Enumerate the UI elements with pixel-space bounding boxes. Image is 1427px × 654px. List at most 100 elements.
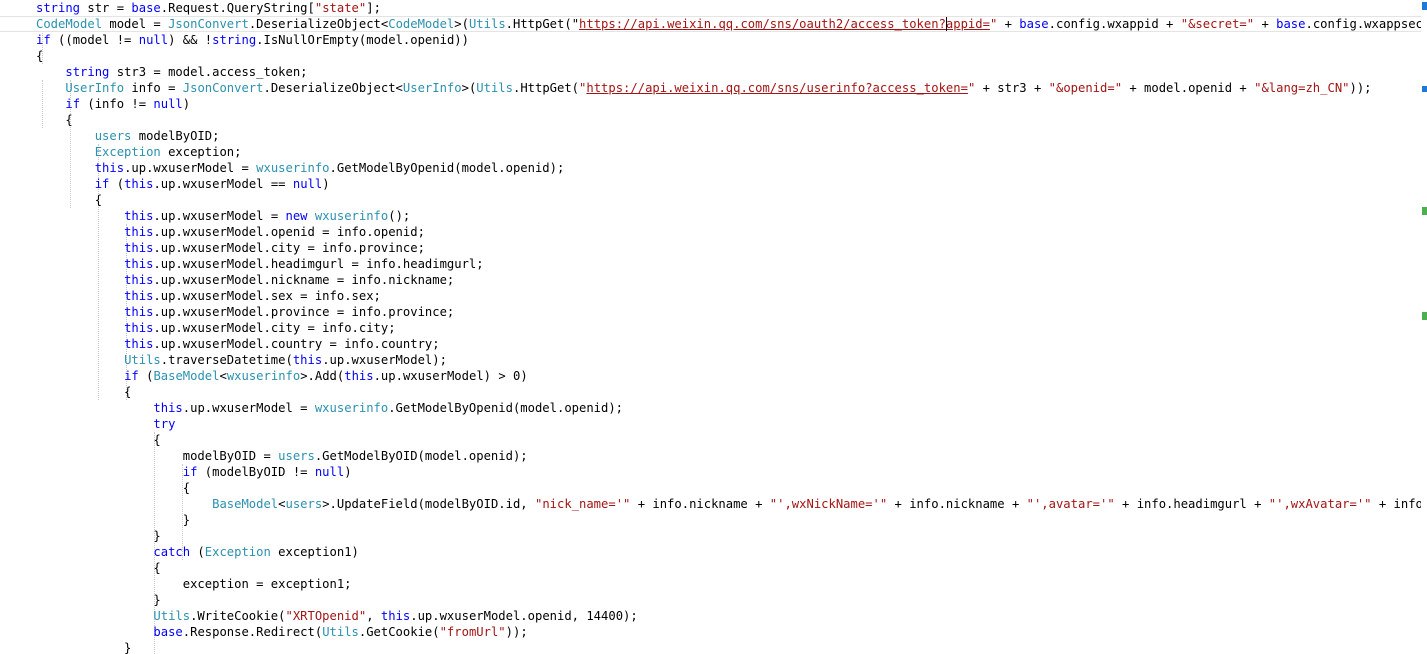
code-line[interactable]: } <box>0 528 1427 544</box>
code-token: BaseModel <box>153 369 220 383</box>
code-token: this <box>292 353 323 367</box>
code-token: .Request.QueryString[ <box>160 1 315 15</box>
code-line[interactable]: { <box>0 480 1427 496</box>
code-line[interactable]: CodeModel model = JsonConvert.Deserializ… <box>0 16 1427 32</box>
code-line[interactable]: catch (Exception exception1) <box>0 544 1427 560</box>
code-token: exception = exception1; <box>36 577 352 591</box>
code-token: CodeModel <box>388 17 455 31</box>
code-token: .up.wxuserModel.openid = info.openid; <box>153 225 425 239</box>
indent-guide <box>70 80 71 208</box>
code-token: + str3 + <box>975 81 1049 95</box>
code-line[interactable]: users modelByOID; <box>0 128 1427 144</box>
code-line[interactable]: { <box>0 432 1427 448</box>
code-line[interactable]: if ((model != null) && !string.IsNullOrE… <box>0 32 1427 48</box>
vertical-scrollbar[interactable] <box>1421 0 1427 654</box>
code-token: null <box>314 465 345 479</box>
code-line[interactable]: { <box>0 384 1427 400</box>
code-token <box>36 305 124 319</box>
code-line[interactable]: Exception exception; <box>0 144 1427 160</box>
code-token: UserInfo <box>65 81 125 95</box>
code-token: if <box>36 33 51 47</box>
code-token: this <box>153 401 183 415</box>
code-token <box>36 353 124 367</box>
code-token: exception; <box>160 145 242 159</box>
code-line[interactable]: if (info != null) <box>0 96 1427 112</box>
code-line[interactable]: } <box>0 640 1427 654</box>
code-token: " <box>967 81 976 95</box>
code-token: if <box>94 177 110 191</box>
code-token: base <box>153 625 183 639</box>
code-line[interactable]: Utils.traverseDatetime(this.up.wxuserMod… <box>0 352 1427 368</box>
code-token: .up.wxuserModel.city = info.city; <box>153 321 396 335</box>
code-line[interactable]: this.up.wxuserModel = wxuserinfo.GetMode… <box>0 400 1427 416</box>
indent-guide <box>42 80 43 128</box>
code-token: "&lang=zh_CN" <box>1254 81 1350 95</box>
change-marker-blue <box>1422 2 1427 10</box>
code-line[interactable]: { <box>0 560 1427 576</box>
code-token <box>36 369 124 383</box>
code-token <box>36 497 212 511</box>
code-token: if <box>65 97 81 111</box>
change-marker-green <box>1422 207 1427 215</box>
code-token: .config.wxappid + <box>1048 17 1181 31</box>
code-token: .up.wxuserModel.country = info.country; <box>153 337 440 351</box>
code-line[interactable]: this.up.wxuserModel.city = info.province… <box>0 240 1427 256</box>
code-line[interactable]: exception = exception1; <box>0 576 1427 592</box>
code-token: BaseModel <box>212 497 279 511</box>
code-line[interactable]: UserInfo info = JsonConvert.DeserializeO… <box>0 80 1427 96</box>
code-line[interactable]: } <box>0 592 1427 608</box>
code-line[interactable]: if (modelByOID != null) <box>0 464 1427 480</box>
code-line[interactable]: try <box>0 416 1427 432</box>
code-token: "nick_name='" <box>534 497 631 511</box>
code-line[interactable]: this.up.wxuserModel.city = info.city; <box>0 320 1427 336</box>
code-token: "fromUrl" <box>439 625 506 639</box>
code-token <box>36 97 65 111</box>
code-line[interactable]: this.up.wxuserModel.sex = info.sex; <box>0 288 1427 304</box>
code-line[interactable]: string str = base.Request.QueryString["s… <box>0 0 1427 16</box>
code-token: ( <box>138 369 154 383</box>
code-token: Utils <box>476 81 513 95</box>
code-token: { <box>36 193 103 207</box>
code-line[interactable]: this.up.wxuserModel.country = info.count… <box>0 336 1427 352</box>
code-token: "&secret=" <box>1180 17 1255 31</box>
code-token: )); <box>505 625 528 639</box>
code-line[interactable]: if (this.up.wxuserModel == null) <box>0 176 1427 192</box>
code-line[interactable]: this.up.wxuserModel.nickname = info.nick… <box>0 272 1427 288</box>
code-token: >( <box>461 81 477 95</box>
code-token: , <box>366 609 381 623</box>
code-token: >.UpdateField(modelByOID.id, <box>322 497 535 511</box>
code-line[interactable]: BaseModel<users>.UpdateField(modelByOID.… <box>0 496 1427 512</box>
code-line[interactable]: this.up.wxuserModel = wxuserinfo.GetMode… <box>0 160 1427 176</box>
code-line[interactable]: { <box>0 112 1427 128</box>
code-token <box>36 209 124 223</box>
code-line[interactable]: string str3 = model.access_token; <box>0 64 1427 80</box>
code-line[interactable]: this.up.wxuserModel.province = info.prov… <box>0 304 1427 320</box>
code-token: "',wxAvatar='" <box>1268 497 1372 511</box>
code-line[interactable]: modelByOID = users.GetModelByOID(model.o… <box>0 448 1427 464</box>
code-line[interactable]: this.up.wxuserModel = new wxuserinfo(); <box>0 208 1427 224</box>
code-token: + info.nickname + <box>630 497 770 511</box>
code-line[interactable]: } <box>0 512 1427 528</box>
code-token <box>36 321 124 335</box>
code-token: https://api.weixin.qq.com/sns/userinfo?a… <box>586 81 968 95</box>
code-line[interactable]: { <box>0 48 1427 64</box>
code-line[interactable]: base.Response.Redirect(Utils.GetCookie("… <box>0 624 1427 640</box>
code-line[interactable]: if (BaseModel<wxuserinfo>.Add(this.up.wx… <box>0 368 1427 384</box>
code-token: } <box>36 513 191 527</box>
code-token: .up.wxuserModel.nickname = info.nickname… <box>153 273 455 287</box>
code-token: "state" <box>314 1 367 15</box>
code-token: >.Add( <box>300 369 345 383</box>
code-token: this <box>124 321 154 335</box>
indent-guide <box>98 144 99 400</box>
code-token: } <box>36 641 132 654</box>
code-token: wxuserinfo <box>314 209 389 223</box>
code-token: wxuserinfo <box>226 369 301 383</box>
code-token: ) <box>322 177 330 191</box>
code-token: "XRTOpenid" <box>285 609 367 623</box>
code-token: >( <box>454 17 469 31</box>
code-line[interactable]: { <box>0 192 1427 208</box>
code-line[interactable]: Utils.WriteCookie("XRTOpenid", this.up.w… <box>0 608 1427 624</box>
code-line[interactable]: this.up.wxuserModel.headimgurl = info.he… <box>0 256 1427 272</box>
code-line[interactable]: this.up.wxuserModel.openid = info.openid… <box>0 224 1427 240</box>
